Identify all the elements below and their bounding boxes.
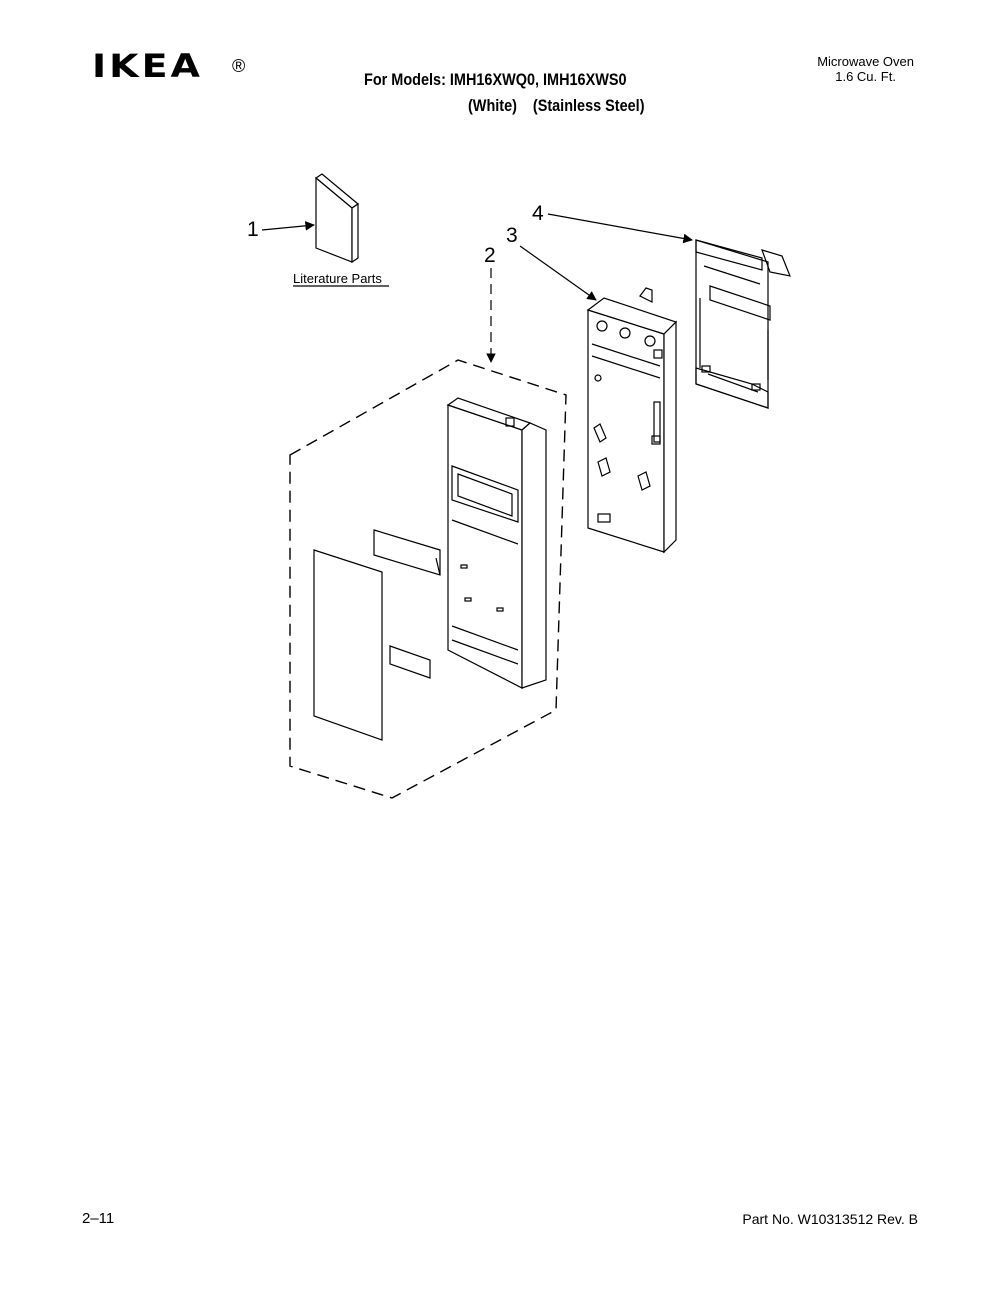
registered-mark: ® <box>232 56 246 76</box>
callout-2: 2 <box>484 244 496 267</box>
literature-parts-label: Literature Parts <box>293 271 382 286</box>
membrane-keypad <box>313 549 383 741</box>
callout-1-arrow <box>261 221 315 231</box>
control-panel-frame <box>446 397 547 689</box>
control-panel-assembly-boundary <box>289 359 567 799</box>
model-variants: (White) (Stainless Steel) <box>468 96 656 116</box>
callout-4: 4 <box>532 202 544 225</box>
product-capacity: 1.6 Cu. Ft. <box>835 69 896 84</box>
models-line: For Models: IMH16XWQ0, IMH16XWS0 <box>364 70 627 89</box>
control-board <box>695 239 791 409</box>
callout-4-arrow <box>547 213 693 244</box>
control-housing <box>586 287 678 554</box>
page-number: 2–11 <box>82 1210 115 1227</box>
product-name: Microwave Oven <box>817 54 914 69</box>
callout-3: 3 <box>506 224 518 247</box>
callout-1: 1 <box>247 218 259 241</box>
variant-white: (White) <box>468 96 517 115</box>
literature-booklet <box>314 173 360 264</box>
callout-3-arrow <box>519 245 597 301</box>
brand-logo: IKEA <box>92 47 203 85</box>
part-number: Part No. W10313512 Rev. B <box>742 1211 918 1227</box>
variant-stainless: (Stainless Steel) <box>532 96 645 115</box>
display-window <box>373 529 441 576</box>
product-info: Microwave Oven 1.6 Cu. Ft. <box>817 54 914 84</box>
keypad-label <box>389 645 431 679</box>
